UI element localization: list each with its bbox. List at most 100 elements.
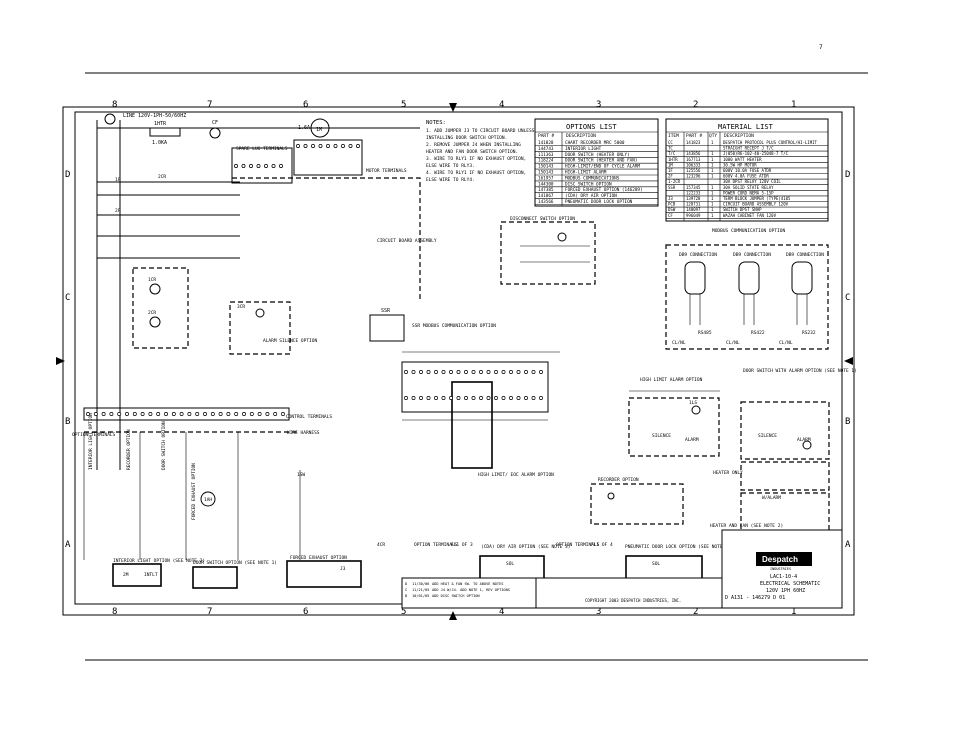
disconnect-plug-icon	[557, 232, 567, 242]
revision-letter: B	[405, 594, 407, 598]
terminal	[441, 370, 446, 374]
terminal	[156, 412, 161, 416]
terminal	[516, 396, 521, 400]
terminal	[471, 396, 476, 400]
terminal	[101, 412, 106, 416]
door-alarm-icon	[802, 440, 812, 450]
door-switch-alarm-box	[740, 401, 830, 460]
modbus-label: MODBUS COMMUNICATION OPTION	[712, 228, 785, 234]
despatch-logo	[756, 552, 812, 566]
material-part-cell: 106333	[686, 162, 701, 167]
material-item-cell: J3	[668, 196, 673, 201]
zone-col-8-bottom: 8	[112, 607, 117, 617]
material-item-cell: 1HTR	[668, 157, 678, 162]
terminal	[187, 412, 192, 416]
zone-col-2: 2	[693, 100, 698, 110]
cabinet-fan-icon	[209, 127, 221, 139]
terminal	[257, 412, 262, 416]
disconnect-box	[500, 221, 596, 285]
options-row: 141867(CDA) DRY AIR OPTION	[535, 193, 658, 199]
material-part-cell: 167713	[686, 157, 701, 162]
terminal	[494, 396, 498, 400]
cl-label-3: CL/NL	[779, 340, 793, 346]
material-list-title: MATERIAL LIST	[718, 123, 774, 131]
material-desc-cell: 30A DPST RELAY 120V COIL	[723, 179, 781, 184]
terminal	[86, 412, 90, 416]
center-arrow-left	[56, 357, 65, 365]
disconnect-label: DISCONNECT SWITCH OPTION	[510, 216, 575, 222]
material-part-cell: 141823	[686, 140, 701, 145]
material-qty-cell: 1	[711, 140, 714, 145]
revision-letter: D	[405, 582, 407, 586]
page-number: 7	[819, 44, 823, 51]
terminal	[109, 412, 114, 416]
center-arrow-bottom	[449, 611, 457, 620]
options-part-cell: 150143	[538, 164, 554, 170]
power-section: LINE 120V-1PH-50/60HZ 1HTR 1.0KA CF SPAR…	[72, 113, 437, 560]
revision-desc: ADD J4 W/J4. ADD NOTE 1, REV OPTIONS	[432, 588, 510, 592]
door-alarm-label: ALARM	[797, 437, 811, 443]
options-part-cell: 141867	[538, 193, 554, 199]
relay-4cr-label: J3	[340, 566, 346, 572]
alarm-horn-icon	[691, 405, 701, 415]
high-limit-eoc-label: HIGH LIMIT/ EOC ALARM OPTION	[478, 472, 554, 478]
line-voltage-label: LINE 120V-1PH-50/60HZ	[123, 113, 186, 119]
terminal	[494, 370, 498, 374]
material-item-cell: TC	[668, 146, 673, 151]
motor-fuse-rating: 1.6A	[298, 125, 310, 131]
material-part-cell: 996049	[686, 213, 701, 218]
center-arrow-right	[844, 357, 853, 365]
terminal	[471, 370, 476, 374]
terminal	[486, 370, 491, 374]
zone-columns-bottom: 8 7 6 5 4 3 2 1	[112, 607, 796, 617]
recorder-box	[590, 483, 684, 525]
terminal	[311, 144, 315, 148]
cl-label-1: CL/NL	[672, 340, 686, 346]
fan-label: CF	[212, 120, 218, 126]
material-part-cell: 122233	[686, 190, 701, 195]
title-block-main	[721, 529, 843, 609]
zone-rows-right: D C B A	[845, 170, 851, 550]
coil-2cr-label: 2CR	[148, 310, 156, 316]
terminal	[426, 396, 431, 400]
material-desc-cell: WAZAH CABINET FAN 120V	[723, 213, 777, 218]
options-desc-cell: PNEUMATIC DOOR LOCK OPTION	[565, 199, 633, 205]
material-part-cell: 123296	[686, 174, 701, 179]
terminal	[404, 396, 408, 400]
options-part-cell: 144743	[538, 146, 554, 152]
fl1-or-3-label: FL1 OF 3	[451, 542, 473, 548]
terminal	[531, 370, 536, 374]
db9-connector-2	[738, 261, 760, 295]
options-header-part: PART #	[538, 133, 555, 139]
coil-3cr-label: 3CR	[237, 304, 245, 310]
material-desc-cell: STRAIGHT RECEPT J T/C	[723, 146, 774, 151]
material-item-cell: PCB	[668, 202, 676, 207]
exhaust-motor-label: 1AH	[204, 497, 212, 503]
relay-2cr-label: 2CR	[158, 174, 166, 180]
db9-connector-1	[684, 261, 706, 295]
modbus-section: MODBUS COMMUNICATION OPTION DB9 CONNECTI…	[665, 228, 829, 350]
recorder-option: RECORDER OPTION	[590, 477, 684, 525]
terminal	[509, 396, 513, 400]
motor-label: 1M	[316, 127, 322, 133]
terminal	[434, 370, 438, 374]
revision-frame	[401, 577, 537, 609]
zone-row-d-right: D	[845, 170, 850, 180]
material-desc-cell: 30.5W HP MOTOR	[723, 162, 757, 167]
drawing-number: D A131 - 146279 D 01	[725, 595, 785, 601]
cda-option-terminals-label: OPTION TERMINALS	[414, 542, 458, 548]
options-part-cell: 161957	[538, 175, 554, 181]
silence-label: SILENCE	[652, 433, 671, 439]
material-qty-cell: 1	[711, 151, 714, 156]
interior-light-box	[112, 563, 162, 587]
terminal	[434, 396, 438, 400]
